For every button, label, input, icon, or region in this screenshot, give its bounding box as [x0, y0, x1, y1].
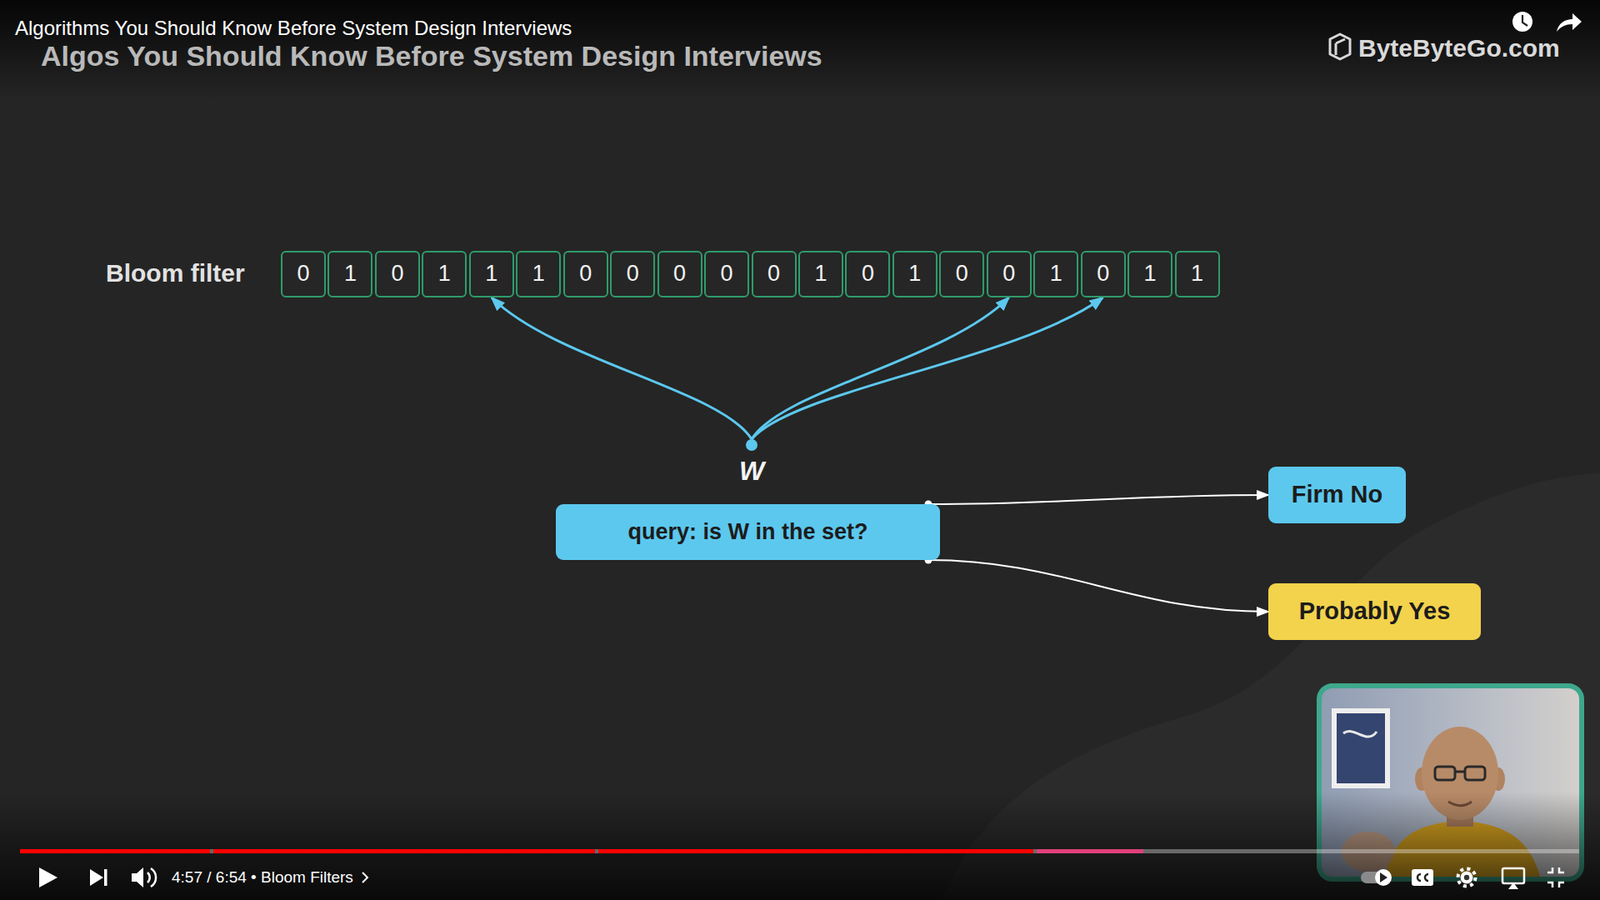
hash-source-dot: W [745, 439, 758, 451]
bit-cell: 1 [469, 250, 515, 298]
node-text: 0 [296, 260, 310, 287]
play-icon [39, 867, 58, 888]
bit-cell: 1 [798, 250, 844, 298]
result-box: Probably Yes [1268, 583, 1481, 640]
node-text: 0 [720, 260, 734, 287]
bit-cell: 0 [845, 250, 890, 298]
node-text: query: is W in the set? [627, 519, 868, 545]
bit-cell: 0 [610, 250, 655, 298]
volume-icon [131, 867, 156, 888]
exit-fullscreen-icon [1547, 867, 1565, 888]
node-text: 0 [626, 260, 640, 287]
time-display: 4:57 / 6:54 • Bloom Filters [171, 867, 370, 888]
node-text: 0 [579, 260, 592, 287]
node-text: 0 [673, 260, 686, 287]
result-box: Firm No [1268, 466, 1406, 524]
progress-bar [20, 849, 1580, 854]
watch-later-icon [1512, 11, 1533, 32]
node-text: 0 [1002, 260, 1015, 287]
point-label: W [739, 455, 765, 487]
share-icon [1556, 13, 1582, 32]
connector [751, 297, 1010, 440]
node-text: 0 [861, 260, 875, 287]
connector [928, 495, 1269, 505]
bit-cell: 0 [1080, 250, 1126, 298]
next-icon [90, 869, 108, 886]
node-text: 1 [532, 260, 545, 287]
cast-icon [1502, 868, 1525, 890]
node-text: 1 [1050, 260, 1063, 287]
bit-cell: 1 [421, 250, 467, 298]
bit-cell: 0 [375, 250, 420, 298]
bit-cell: 0 [280, 250, 326, 298]
node-text: 1 [438, 260, 451, 287]
video-title: Algorithms You Should Know Before System… [15, 16, 572, 40]
node-text: 1 [1190, 260, 1204, 287]
time-chapter: 4:57 / 6:54 • Bloom Filters [171, 868, 354, 888]
node-text: 1 [814, 260, 827, 287]
bit-cell: 1 [515, 250, 561, 298]
connector [751, 297, 1104, 440]
node-text: 1 [485, 260, 498, 287]
node-text: Probably Yes [1299, 597, 1451, 625]
autoplay-toggle [1360, 869, 1392, 886]
slide-title: Algos You Should Know Before System Desi… [40, 40, 823, 73]
bit-cell: 0 [939, 250, 985, 298]
node-text: 0 [390, 260, 404, 287]
bottom-shade [0, 791, 1600, 900]
node-text: 0 [1096, 260, 1110, 287]
brand-logo-icon [1330, 34, 1350, 60]
top-shade [0, 0, 1600, 100]
brand-logo-text: ByteByteGo.com [1358, 34, 1560, 64]
bit-cell: 0 [657, 250, 703, 298]
bit-cell: 1 [1175, 250, 1220, 298]
node-text: 0 [767, 260, 780, 287]
array-label: Bloom filter [105, 259, 245, 289]
query-box: query: is W in the set? [555, 504, 940, 560]
settings-icon [1458, 869, 1476, 887]
bit-cell: 0 [751, 250, 797, 298]
connector [928, 560, 1269, 612]
node-text: Firm No [1291, 480, 1384, 509]
bit-cell: 1 [1127, 250, 1173, 298]
bit-cell: 1 [1033, 250, 1079, 298]
node-text: 1 [1144, 260, 1157, 287]
bit-cell: 1 [892, 250, 938, 298]
bit-cell: 0 [704, 250, 750, 298]
bit-cell: 0 [563, 250, 609, 298]
chapter-chevron [360, 869, 370, 886]
connector [491, 297, 752, 440]
node-text: 1 [908, 260, 921, 287]
node-text: 0 [955, 260, 969, 287]
bit-cell: 1 [327, 250, 373, 298]
captions-icon [1411, 869, 1434, 886]
node-text: 1 [344, 260, 357, 287]
bit-cell: 0 [986, 250, 1032, 298]
